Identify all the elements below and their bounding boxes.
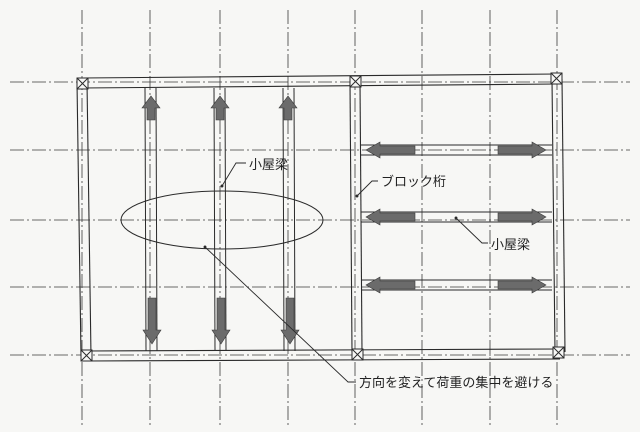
right-beam-outer [551,78,556,353]
load-arrow-down [280,297,300,345]
roof-beam-line [155,87,158,352]
bottom-beam-outer [85,348,561,352]
label-block-keta: ブロック桁 [381,174,446,190]
column-marker [552,346,565,359]
leader-note [203,245,356,383]
label-koyabari-left: 小屋梁 [249,158,288,173]
load-arrow-left [365,208,416,226]
load-arrows [141,95,547,345]
label-note: 方向を変えて荷重の集中を避ける [359,375,553,391]
leader-koyabari-left [220,162,246,188]
load-arrow-right [497,208,547,226]
roof-beam-line [293,87,296,352]
left-roof-beams [144,87,296,352]
leader-lines [203,162,488,383]
label-koyabari-right: 小屋梁 [491,238,530,253]
load-arrow-up [278,95,298,121]
perimeter-beams [76,73,566,362]
concentration-ellipse [120,190,324,250]
load-arrow-down [211,297,231,345]
top-beam-inner [81,83,558,89]
right-beam-inner [561,78,566,353]
load-arrow-up [141,95,161,121]
column-marker [76,77,89,90]
column-marker [351,348,364,361]
load-arrow-left [365,276,416,294]
column-marker [80,349,93,362]
leader-koyabari-right [454,216,488,244]
column-marker [349,75,362,88]
load-arrow-right [497,276,547,294]
left-beam-inner [86,81,92,357]
columns [76,72,565,362]
bottom-beam-inner [85,358,561,362]
roof-beam-line [224,87,227,352]
right-roof-beams [361,144,552,291]
roof-beam-line [144,87,147,352]
roof-beam-line [213,87,216,352]
roof-beam-line [282,87,285,352]
load-arrow-up [210,95,230,121]
left-beam-outer [76,81,82,357]
load-arrow-right [497,141,547,159]
block-girder-outer [349,81,353,353]
leader-block-keta [355,180,378,198]
block-girder-inner [359,81,363,353]
load-arrow-down [142,297,162,345]
load-arrow-left [365,141,416,159]
top-beam-outer [81,73,558,79]
column-marker [550,72,563,85]
